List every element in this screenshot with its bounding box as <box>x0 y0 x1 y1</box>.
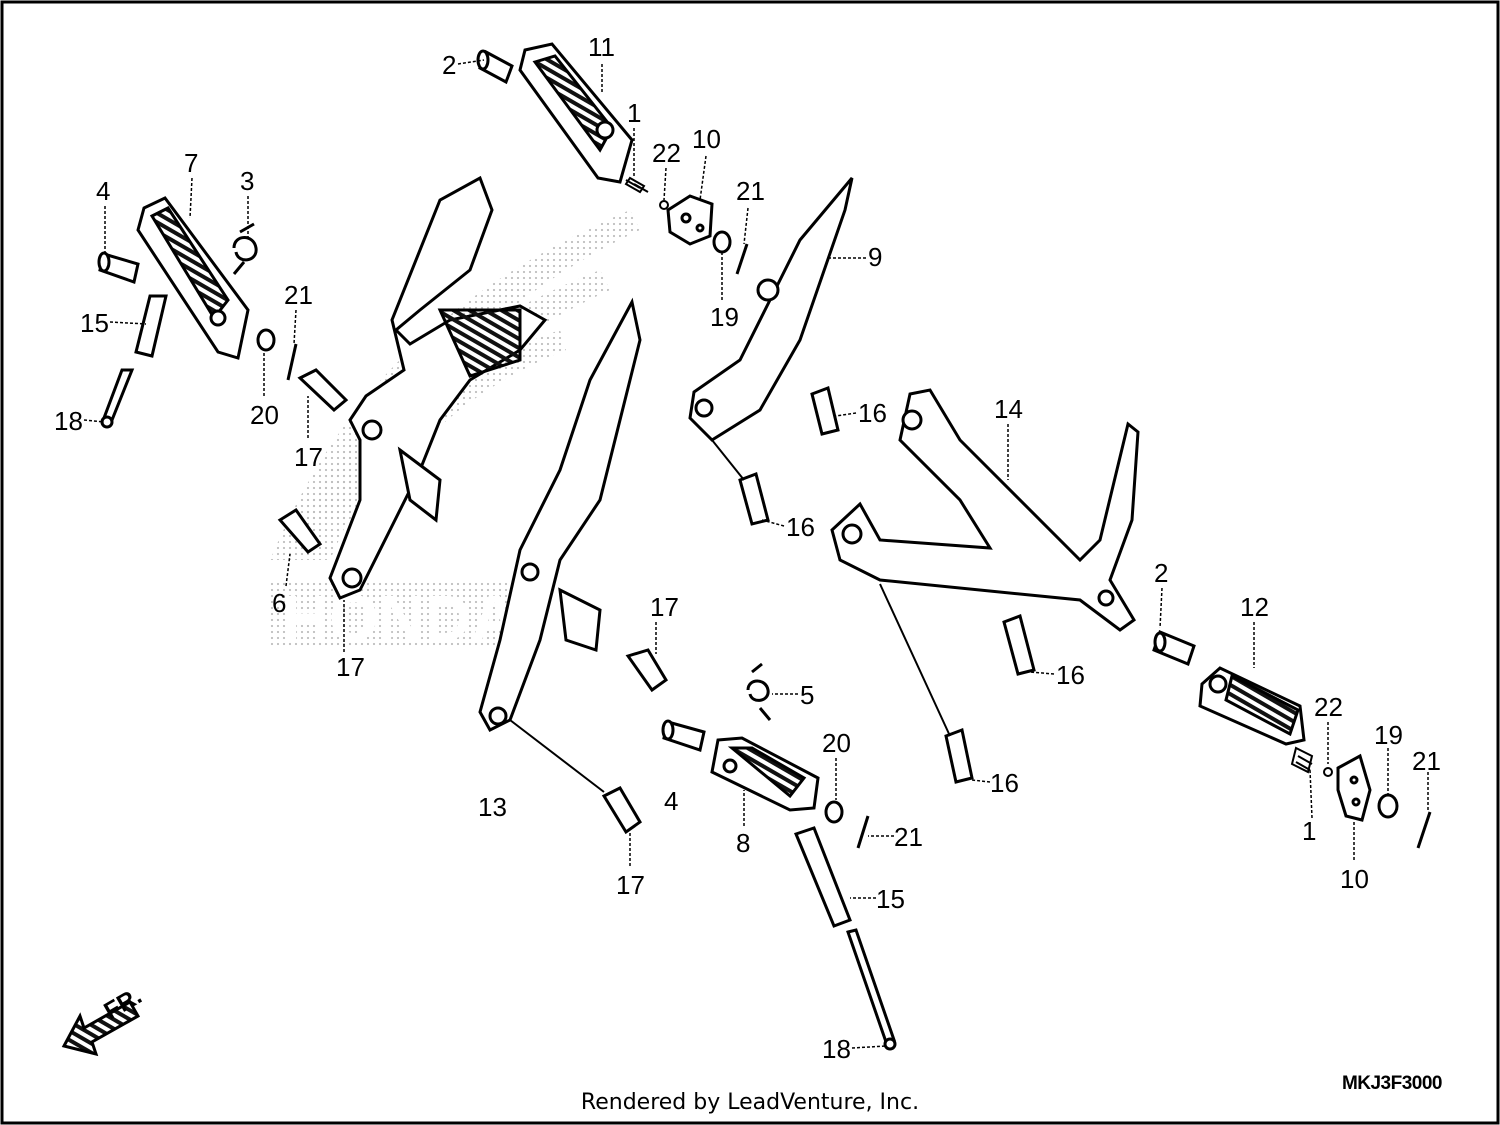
callout-numbers: 2 11 1 22 10 21 9 19 7 3 4 15 21 20 18 1… <box>54 32 1441 1064</box>
part-21-pin-top <box>735 243 749 275</box>
part-13-holder <box>478 297 642 732</box>
leader-13-17 <box>509 719 605 793</box>
diagram-code: MKJ3F3000 <box>1341 1073 1443 1094</box>
callout-22: 22 <box>1314 692 1343 722</box>
callout-6: 17 <box>336 652 365 682</box>
part-21-pin-lower <box>856 815 870 849</box>
callout-16: 16 <box>858 398 887 428</box>
part-10-plate-top <box>666 194 714 246</box>
part-3-spring <box>232 222 258 275</box>
callout-21: 21 <box>284 280 313 310</box>
callout-4: 4 <box>664 786 678 816</box>
callout-10: 10 <box>1340 864 1369 894</box>
callout-21: 21 <box>736 176 765 206</box>
callout-1: 1 <box>627 98 641 128</box>
callout-17: 17 <box>650 592 679 622</box>
part-5-spring <box>746 662 772 721</box>
part-19-washer-top <box>712 230 732 254</box>
callout-19: 19 <box>710 302 739 332</box>
part-17-bolt-d <box>601 786 642 835</box>
part-4-pin-left <box>97 251 140 284</box>
callout-22: 22 <box>652 138 681 168</box>
part-4-pin-lower <box>661 719 706 752</box>
part-22-ball-top <box>659 200 669 210</box>
callout-1: 1 <box>1302 816 1316 846</box>
leader-14-16 <box>879 583 951 737</box>
callout-13: 13 <box>478 792 507 822</box>
part-7-footpeg <box>136 196 250 360</box>
part-8-footpeg <box>710 736 820 812</box>
part-21-pin-right <box>1416 811 1432 849</box>
part-2-pin-top <box>476 49 514 85</box>
callout-18: 18 <box>822 1034 851 1064</box>
part-18-bolt-lower <box>846 928 897 1051</box>
part-20-washer-left <box>256 328 276 352</box>
part-12-footpeg <box>1198 666 1306 746</box>
front-direction-arrow: FR. <box>61 982 146 1057</box>
callout-14: 14 <box>994 394 1023 424</box>
callout-4: 4 <box>96 176 110 206</box>
part-17-bolt-b <box>277 507 323 554</box>
part-15-collar-lower <box>793 826 852 928</box>
footer-credit: Rendered by LeadVenture, Inc. <box>580 1090 920 1115</box>
part-16-bolt-b <box>738 472 770 526</box>
callout-17: 17 <box>294 442 323 472</box>
callout-16: 16 <box>1056 660 1085 690</box>
callout-17: 17 <box>616 870 645 900</box>
callout-9: 9 <box>868 242 882 272</box>
part-17-bolt-a <box>297 368 349 413</box>
part-1-spring-right <box>1290 746 1314 774</box>
part-15-collar-left <box>134 294 168 358</box>
callout-5: 5 <box>800 680 814 710</box>
callout-8: 8 <box>736 828 750 858</box>
part-2-pin-right <box>1152 630 1196 666</box>
callout-21: 21 <box>1412 746 1441 776</box>
part-16-bolt-d <box>944 727 974 784</box>
part-19-washer-right <box>1377 793 1399 819</box>
callout-20: 20 <box>822 728 851 758</box>
part-16-bolt-c <box>1002 614 1036 676</box>
callout-2: 2 <box>442 50 456 80</box>
callout-20: 20 <box>250 400 279 430</box>
callout-15: 15 <box>80 308 109 338</box>
leader-lines <box>83 59 1429 1049</box>
callout-3: 3 <box>240 166 254 196</box>
part-9-bracket <box>688 177 854 442</box>
callout-16: 16 <box>990 768 1019 798</box>
part-11-footpeg <box>518 42 634 184</box>
callout-11: 11 <box>588 32 615 62</box>
callout-7: 7 <box>184 148 198 178</box>
callout-18: 18 <box>54 406 83 436</box>
part-22-ball-right <box>1323 767 1333 777</box>
part-16-bolt-a <box>810 385 840 436</box>
part-21-pin-left <box>286 343 298 381</box>
part-18-bolt-left <box>100 368 135 429</box>
leader-9-16 <box>711 439 745 481</box>
callout-10: 10 <box>692 124 721 154</box>
callout-21: 21 <box>894 822 923 852</box>
callout-16: 16 <box>786 512 815 542</box>
part-14-rear-bracket <box>830 388 1140 632</box>
callout-15: 15 <box>876 884 905 914</box>
callout-2: 2 <box>1154 558 1168 588</box>
part-17-bolt-c <box>625 648 668 693</box>
watermark-text: HONDA <box>283 582 518 654</box>
callout-12: 12 <box>1240 592 1269 622</box>
callout-19: 19 <box>1374 720 1403 750</box>
part-1-spring-top <box>624 176 649 194</box>
part-6-step-holder <box>328 175 548 600</box>
part-10-plate-right <box>1336 753 1372 822</box>
part-20-washer-lower <box>824 800 844 824</box>
callout-17: 6 <box>272 588 286 618</box>
